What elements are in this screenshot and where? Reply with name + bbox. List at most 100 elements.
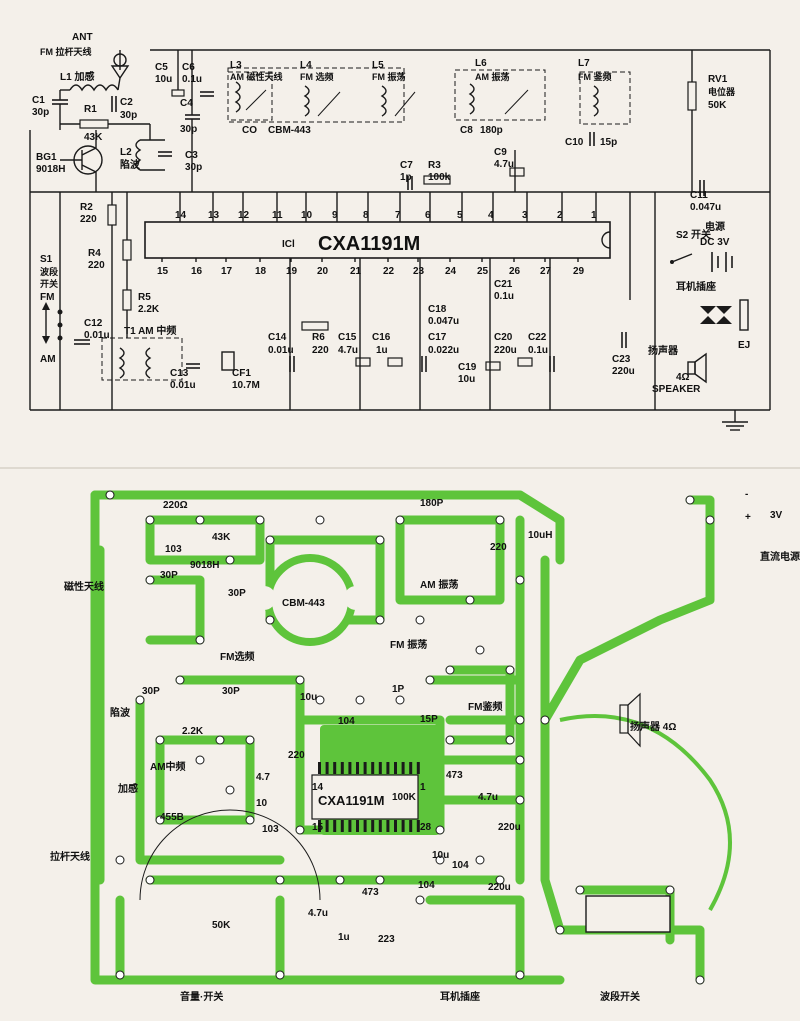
pcb-ic-leg xyxy=(378,762,382,774)
pcb-ic-leg xyxy=(325,820,329,832)
c23-value: 220u xyxy=(612,366,635,377)
l2-desc: 陷波 xyxy=(120,158,141,171)
pcb-pad xyxy=(505,665,515,675)
ic-pin-top-5: 5 xyxy=(457,210,463,221)
pcb-pad xyxy=(155,815,165,825)
pcb-q9018h: 9018H xyxy=(190,560,219,571)
ic-pin-bottom-29: 29 xyxy=(573,266,585,277)
pcb-ic-leg xyxy=(356,820,359,832)
pcb-pad xyxy=(135,695,145,705)
c14-label: C14 xyxy=(268,332,287,343)
ic-pin-bottom-16: 16 xyxy=(191,266,203,277)
r2-label: R2 xyxy=(80,202,93,213)
pcb-mag-ant: 磁性天线 xyxy=(64,580,104,593)
pcb-am-if: AM中频 xyxy=(150,760,186,773)
pcb-pad xyxy=(435,825,445,835)
c14-value: 0.01u xyxy=(268,345,294,356)
c19-value: 10u xyxy=(458,374,475,385)
pcb-c30p-b: 30P xyxy=(228,588,246,599)
pcb-c104-b: 104 xyxy=(452,860,469,871)
cbm-label: CBM-443 xyxy=(268,125,311,136)
pcb-pad xyxy=(195,755,205,765)
pcb-pad xyxy=(315,515,325,525)
pcb-c30p-d: 30P xyxy=(222,686,240,697)
pcb-c10u: 10u xyxy=(300,692,317,703)
pcb-c104-a: 104 xyxy=(338,716,355,727)
pcb-c220u-a: 220u xyxy=(498,822,521,833)
c8-label: C8 xyxy=(460,125,473,136)
pcb-fm-disc: FM鉴频 xyxy=(468,700,502,713)
pcb-c455b: 455B xyxy=(160,812,184,823)
c15-value: 4.7u xyxy=(338,345,358,356)
power-label: 电源 xyxy=(705,220,725,233)
l5-label: L5 xyxy=(372,60,384,71)
antenna-label: ANT xyxy=(72,32,93,43)
pcb-pad xyxy=(145,875,155,885)
power-value: DC 3V xyxy=(700,237,730,248)
l2-label: L2 xyxy=(120,147,132,158)
pcb-pad xyxy=(505,735,515,745)
pcb-r100k: 100K xyxy=(392,792,417,803)
c11-label: C11 xyxy=(690,190,708,201)
pcb-dc-3v: 3V xyxy=(770,510,783,521)
pcb-pin28: 28 xyxy=(420,822,432,833)
pcb-pad xyxy=(540,715,550,725)
pcb-c180p: 180P xyxy=(420,498,444,509)
s2-label: S2 开关 xyxy=(676,228,711,241)
pcb-ic-leg xyxy=(401,762,405,774)
pcb-pad xyxy=(105,490,115,500)
ic-pin-bottom-21: 21 xyxy=(350,266,362,277)
pcb-pad xyxy=(245,815,255,825)
r1-value: 43K xyxy=(84,132,103,143)
pcb-ic-leg xyxy=(348,762,352,774)
l4-label: L4 xyxy=(300,60,312,71)
pcb-pad xyxy=(265,615,275,625)
pcb-ic-leg xyxy=(386,762,390,774)
s1-desc-1: 波段 xyxy=(40,266,59,277)
s1-am-label: AM xyxy=(40,354,56,365)
r6-value: 220 xyxy=(312,345,329,356)
pcb-pad xyxy=(215,735,225,745)
pcb-c103: 103 xyxy=(165,544,182,555)
pcb-pad xyxy=(255,515,265,525)
pcb-pad xyxy=(415,615,425,625)
ic-pin-bottom-23: 23 xyxy=(413,266,425,277)
pcb-pad xyxy=(375,535,385,545)
pcb-c223: 223 xyxy=(378,934,395,945)
pcb-ic-leg xyxy=(348,820,352,832)
pcb-r220b: 220 xyxy=(490,542,507,553)
c1-value: 30p xyxy=(32,107,49,118)
pcb-pad xyxy=(245,735,255,745)
pcb-ic-leg xyxy=(371,762,375,774)
s1-label: S1 xyxy=(40,254,53,265)
pcb-pad xyxy=(705,515,715,525)
ic-pin-top-4: 4 xyxy=(488,210,494,221)
ic-pin-bottom-22: 22 xyxy=(383,266,395,277)
pcb-pad xyxy=(475,855,485,865)
pcb-r220: 220Ω xyxy=(163,500,188,511)
pcb-pad xyxy=(225,785,235,795)
s1-fm-label: FM xyxy=(40,292,54,303)
pcb-ic-body xyxy=(311,774,419,820)
cf1-label: CF1 xyxy=(232,368,251,379)
c5-value: 10u xyxy=(155,74,172,85)
pcb-ic-leg xyxy=(409,820,413,832)
ic-pin-bottom-20: 20 xyxy=(317,266,329,277)
pcb-c473-a: 473 xyxy=(446,770,463,781)
l3-desc: AM 磁性天线 xyxy=(230,71,283,82)
pcb-pad xyxy=(515,795,525,805)
t1-label: T1 AM 中频 xyxy=(124,324,176,337)
pcb-ic-leg xyxy=(378,820,382,832)
pcb-pin1: 1 xyxy=(420,782,426,793)
pcb-pad xyxy=(395,695,405,705)
pcb-pad xyxy=(375,875,385,885)
pcb-ic-leg xyxy=(416,762,420,774)
bg1-label: BG1 xyxy=(36,152,57,163)
c16-value: 1u xyxy=(376,345,388,356)
l4-desc: FM 选频 xyxy=(300,71,334,82)
pcb-c103-b: 103 xyxy=(262,824,279,835)
pcb-c30p-c: 30P xyxy=(142,686,160,697)
pcb-pad xyxy=(685,495,695,505)
pcb-pad xyxy=(145,515,155,525)
